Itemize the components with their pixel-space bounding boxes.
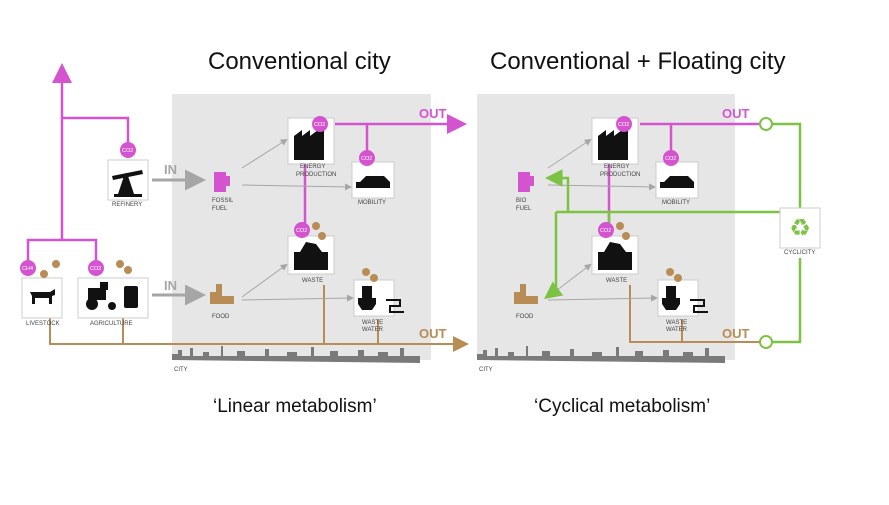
waste-icon bbox=[294, 242, 328, 270]
right-energy-label-2: PRODUCTION bbox=[600, 172, 640, 178]
livestock-node: LIVESTOCK bbox=[21, 277, 63, 327]
bio-fuel-label-1: BIO bbox=[516, 198, 527, 204]
right-out-node-top bbox=[759, 117, 773, 131]
left-out-label-top: OUT bbox=[419, 106, 447, 121]
left-material-flows bbox=[49, 285, 469, 352]
svg-text:CO2: CO2 bbox=[296, 228, 307, 234]
left-waste-node: WASTE bbox=[287, 235, 335, 284]
agriculture-label: AGRICULTURE bbox=[90, 321, 133, 327]
right-waste-node: WASTE bbox=[591, 235, 639, 284]
left-in-label-top: IN bbox=[164, 162, 177, 177]
pipe-icon bbox=[386, 299, 404, 313]
left-food-node: FOOD bbox=[210, 284, 234, 320]
left-waste-water-label-1: WASTE bbox=[362, 320, 383, 326]
right-out-node-bottom bbox=[759, 335, 773, 349]
svg-text:CH4: CH4 bbox=[22, 266, 33, 272]
left-emission-flows bbox=[26, 63, 467, 268]
right-energy-label-1: ENERGY bbox=[604, 164, 629, 170]
factory-icon bbox=[294, 124, 324, 160]
right-title: Conventional + Floating city bbox=[490, 48, 786, 75]
toilet-icon bbox=[662, 286, 680, 310]
cyclicity-label: CYCLICITY bbox=[784, 250, 815, 256]
left-city-label: CITY bbox=[174, 367, 188, 373]
left-energy-node: ENERGY PRODUCTION bbox=[287, 117, 336, 178]
refinery-label: REFINERY bbox=[112, 202, 142, 208]
right-bio-fuel-node: BIO FUEL bbox=[516, 172, 534, 212]
waste-icon bbox=[598, 242, 632, 270]
svg-text:CO2: CO2 bbox=[90, 266, 101, 272]
left-mobility-label: MOBILITY bbox=[358, 200, 386, 206]
right-out-label-top: OUT bbox=[722, 106, 750, 121]
right-skyline bbox=[477, 346, 725, 363]
left-energy-label-2: PRODUCTION bbox=[296, 172, 336, 178]
svg-text:CO2: CO2 bbox=[600, 228, 611, 234]
toilet-icon bbox=[358, 286, 376, 310]
left-fossil-fuel-node: FOSSIL FUEL bbox=[212, 172, 234, 212]
refinery-node: REFINERY bbox=[107, 159, 149, 208]
right-energy-node: ENERGY PRODUCTION bbox=[591, 117, 640, 178]
left-title: Conventional city bbox=[208, 48, 391, 75]
right-mobility-node: MOBILITY bbox=[655, 161, 699, 206]
left-out-label-bottom: OUT bbox=[419, 326, 447, 341]
food-icon bbox=[514, 284, 538, 304]
right-mobility-label: MOBILITY bbox=[662, 200, 690, 206]
cyclicity-node: ♻ CYCLICITY bbox=[779, 207, 821, 256]
car-icon bbox=[660, 176, 694, 188]
fossil-fuel-label-2: FUEL bbox=[212, 206, 228, 212]
left-subtitle: ‘Linear metabolism’ bbox=[213, 396, 377, 417]
right-food-label: FOOD bbox=[516, 314, 534, 320]
right-waste-water-label-1: WASTE bbox=[666, 320, 687, 326]
livestock-label: LIVESTOCK bbox=[26, 321, 60, 327]
factory-icon bbox=[598, 124, 628, 160]
oil-pump-icon bbox=[112, 170, 143, 197]
right-city-label: CITY bbox=[479, 367, 493, 373]
left-in-label-bottom: IN bbox=[164, 278, 177, 293]
right-waste-water-node: WASTE WATER bbox=[657, 279, 708, 333]
left-waste-water-node: WASTE WATER bbox=[353, 279, 404, 333]
svg-text:CO2: CO2 bbox=[122, 148, 133, 154]
left-mobility-node: MOBILITY bbox=[351, 161, 395, 206]
fuel-can-icon bbox=[518, 172, 534, 192]
recycle-icon: ♻ bbox=[789, 214, 811, 242]
right-out-label-bottom: OUT bbox=[722, 326, 750, 341]
pipe-icon bbox=[690, 299, 708, 313]
tractor-icon bbox=[86, 282, 138, 310]
car-icon bbox=[356, 176, 390, 188]
left-waste-water-label-2: WATER bbox=[362, 327, 384, 333]
agriculture-node: AGRICULTURE bbox=[77, 277, 149, 327]
left-energy-label-1: ENERGY bbox=[300, 164, 325, 170]
right-subtitle: ‘Cyclical metabolism’ bbox=[534, 396, 711, 417]
food-icon bbox=[210, 284, 234, 304]
right-waste-label: WASTE bbox=[606, 278, 627, 284]
svg-text:CO2: CO2 bbox=[665, 156, 676, 162]
left-waste-label: WASTE bbox=[302, 278, 323, 284]
right-waste-water-label-2: WATER bbox=[666, 327, 688, 333]
emission-badges: CO2 CH4 CO2 CO2 CO2 CO2 CO2 CO2 CO2 bbox=[20, 116, 682, 282]
fuel-can-icon bbox=[214, 172, 230, 192]
svg-text:CO2: CO2 bbox=[314, 122, 325, 128]
svg-text:CO2: CO2 bbox=[618, 122, 629, 128]
cow-icon bbox=[30, 289, 55, 304]
left-food-label: FOOD bbox=[212, 314, 230, 320]
bio-fuel-label-2: FUEL bbox=[516, 206, 532, 212]
left-skyline bbox=[172, 346, 420, 363]
fossil-fuel-label-1: FOSSIL bbox=[212, 198, 234, 204]
svg-text:CO2: CO2 bbox=[361, 156, 372, 162]
left-gray-flows bbox=[152, 169, 206, 306]
right-material-flows bbox=[629, 285, 760, 343]
right-food-node: FOOD bbox=[514, 284, 538, 320]
